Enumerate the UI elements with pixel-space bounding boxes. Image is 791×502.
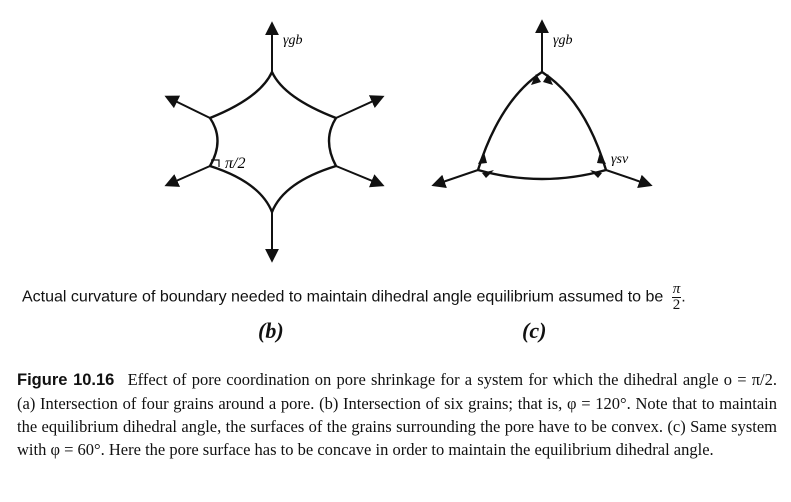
- panel-c-pore-boundary: [476, 70, 608, 181]
- panel-c-label-text: (c): [522, 318, 547, 343]
- panel-c-label: (c): [522, 318, 546, 344]
- panel-b-diagram: γgb π/2: [164, 21, 385, 263]
- panel-b-arrow-lower-left: [164, 165, 211, 187]
- panel-c-tangent-arrow-top-right: [543, 74, 553, 85]
- pore-diagram: γgb π/2 γgb γsv: [164, 19, 653, 263]
- panel-b-gamma-gb-label: γgb: [283, 33, 303, 48]
- panel-c-tangent-arrow-left-right: [482, 170, 494, 178]
- panel-b-arrow-upper-left: [164, 95, 211, 119]
- curvature-note-text: Actual curvature of boundary needed to m…: [22, 288, 664, 306]
- panel-b-arrow-lower-right: [335, 165, 385, 188]
- figure-caption-text: Effect of pore coordination on pore shri…: [17, 370, 778, 459]
- fraction-numerator: π: [671, 281, 682, 298]
- panel-c-tangent-arrow-right-up: [597, 152, 606, 164]
- panel-c-diagram: γgb γsv: [431, 19, 653, 189]
- panel-c-tangent-arrow-right-left: [590, 170, 602, 178]
- panel-b-label: (b): [258, 318, 284, 344]
- panel-c-gamma-gb-label: γgb: [553, 33, 573, 48]
- panel-b-arrow-upper-right: [335, 95, 385, 119]
- panel-c-arrow-lower-right: [605, 169, 653, 189]
- pi-over-2-fraction: π 2: [671, 281, 682, 313]
- curvature-note: Actual curvature of boundary needed to m…: [22, 282, 782, 313]
- figure-caption-title: Figure 10.16: [17, 371, 115, 389]
- figure-caption: Figure 10.16 Effect of pore coordination…: [17, 368, 777, 461]
- panel-b-label-text: (b): [258, 318, 284, 343]
- fraction-denominator: 2: [672, 297, 681, 313]
- panel-c-tangent-arrow-top-left: [531, 74, 541, 85]
- curvature-note-end: .: [681, 288, 686, 306]
- panel-c-arrow-lower-left: [431, 169, 479, 189]
- panel-c-tangent-arrow-left-up: [478, 152, 487, 164]
- panel-b-angle-label: π/2: [225, 155, 245, 172]
- panel-c-gamma-sv-label: γsv: [611, 152, 629, 167]
- right-angle-marker: [211, 159, 220, 167]
- panel-b-pore-boundary: [208, 69, 338, 216]
